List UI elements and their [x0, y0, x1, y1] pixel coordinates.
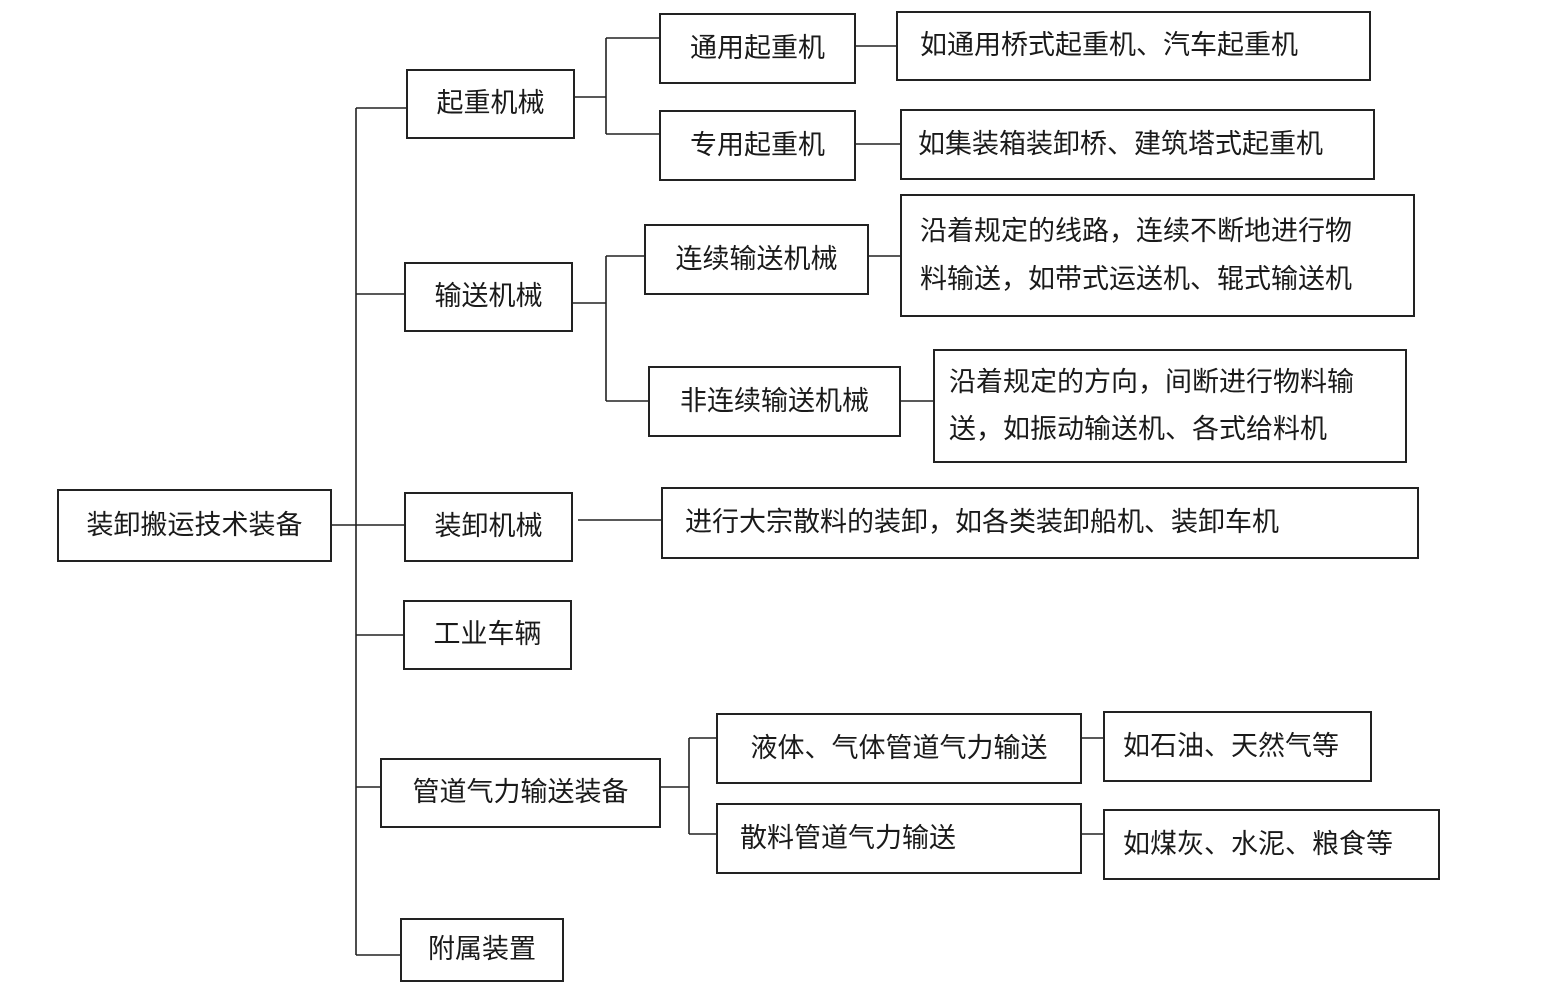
bulk-pipeline-desc: 如煤灰、水泥、粮食等	[1103, 809, 1440, 880]
industrial-vehicles-node: 工业车辆	[403, 600, 572, 670]
general-crane-node: 通用起重机	[659, 13, 856, 84]
noncontinuous-conveying-desc: 沿着规定的方向，间断进行物料输 送，如振动输送机、各式给料机	[933, 349, 1407, 463]
general-crane-desc: 如通用桥式起重机、汽车起重机	[896, 11, 1371, 81]
lifting-machinery-node: 起重机械	[406, 69, 575, 139]
noncontinuous-conveying-node: 非连续输送机械	[648, 366, 901, 437]
special-crane-node: 专用起重机	[659, 110, 856, 181]
continuous-conveying-desc-line2: 料输送，如带式运送机、辊式输送机	[920, 263, 1352, 295]
liquid-gas-pipeline-node: 液体、气体管道气力输送	[716, 713, 1082, 784]
noncontinuous-conveying-desc-line2: 送，如振动输送机、各式给料机	[949, 414, 1327, 445]
special-crane-desc: 如集装箱装卸桥、建筑塔式起重机	[900, 109, 1375, 180]
conveying-machinery-node: 输送机械	[404, 262, 573, 332]
noncontinuous-conveying-desc-line1: 沿着规定的方向，间断进行物料输	[949, 366, 1354, 398]
continuous-conveying-node: 连续输送机械	[644, 224, 869, 295]
accessories-node: 附属装置	[400, 918, 564, 982]
bulk-pipeline-node: 散料管道气力输送	[716, 803, 1082, 874]
loading-machinery-desc: 进行大宗散料的装卸，如各类装卸船机、装卸车机	[661, 487, 1419, 559]
root-node: 装卸搬运技术装备	[57, 489, 332, 562]
loading-machinery-node: 装卸机械	[404, 492, 573, 562]
continuous-conveying-desc: 沿着规定的线路，连续不断地进行物 料输送，如带式运送机、辊式输送机	[900, 194, 1415, 317]
pipeline-pneumatic-node: 管道气力输送装备	[380, 758, 661, 828]
liquid-gas-pipeline-desc: 如石油、天然气等	[1103, 711, 1372, 782]
continuous-conveying-desc-line1: 沿着规定的线路，连续不断地进行物	[920, 216, 1352, 248]
